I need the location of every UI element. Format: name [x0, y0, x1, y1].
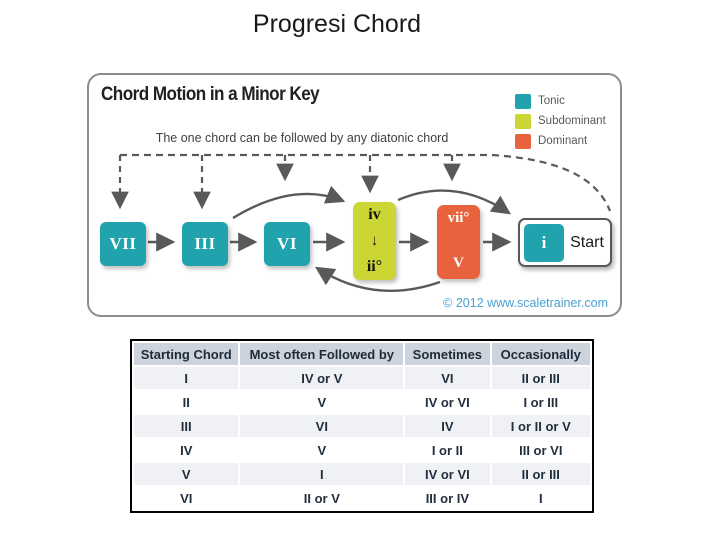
cell: I: [134, 367, 239, 389]
progression-table: Starting Chord Most often Followed by So…: [130, 339, 594, 513]
legend-item-dominant: Dominant: [515, 131, 606, 151]
legend-item-subdominant: Subdominant: [515, 111, 606, 131]
diagram-title: Chord Motion in a Minor Key: [101, 84, 320, 105]
table-row: I IV or V VI II or III: [134, 367, 590, 389]
chord-label-V: V: [453, 255, 464, 271]
cell: VI: [134, 487, 239, 509]
cell: III: [134, 415, 239, 437]
chord-box-iv-ii: iv ↓ ii°: [353, 202, 396, 280]
flow-arrows-graphic: [111, 153, 612, 292]
table-row: II V IV or VI I or III: [134, 391, 590, 413]
cell: II or III: [491, 463, 590, 485]
legend-label: Subdominant: [538, 115, 606, 127]
tonic-swatch: [515, 93, 531, 109]
chord-box-VII: VII: [100, 222, 146, 266]
cell: IV: [134, 439, 239, 461]
cell: II or III: [491, 367, 590, 389]
cell: IV or VI: [405, 391, 490, 413]
cell: VI: [405, 367, 490, 389]
start-box: i Start: [518, 218, 612, 267]
cell: III or IV: [405, 487, 490, 509]
cell: III or VI: [491, 439, 590, 461]
start-label: Start: [570, 233, 604, 251]
chord-box-i: i: [524, 223, 564, 262]
table-row: V I IV or VI II or III: [134, 463, 590, 485]
cell: II: [134, 391, 239, 413]
subdominant-swatch: [515, 113, 531, 129]
cell: IV or V: [240, 367, 404, 389]
chord-motion-panel: Chord Motion in a Minor Key Tonic Subdom…: [87, 73, 622, 317]
cell: I or II: [405, 439, 490, 461]
cell: I: [491, 487, 590, 509]
chord-box-vii-V: vii° V: [437, 205, 480, 279]
chord-box-III: III: [182, 222, 228, 266]
dominant-swatch: [515, 133, 531, 149]
legend: Tonic Subdominant Dominant: [515, 91, 606, 151]
diagram-subtitle: The one chord can be followed by any dia…: [155, 131, 449, 145]
cell: I or III: [491, 391, 590, 413]
cell: V: [240, 439, 404, 461]
table-header-row: Starting Chord Most often Followed by So…: [134, 343, 590, 365]
cell: IV: [405, 415, 490, 437]
cell: I or II or V: [491, 415, 590, 437]
page-title: Progresi Chord: [252, 10, 422, 38]
table-row: VI II or V III or IV I: [134, 487, 590, 509]
chord-label-ii-dim: ii°: [366, 258, 383, 275]
cell: VI: [240, 415, 404, 437]
chord-box-VI: VI: [264, 222, 310, 266]
cell: I: [240, 463, 404, 485]
chord-label-iv: iv: [368, 206, 381, 223]
copyright-text: © 2012 www.scaletrainer.com: [443, 296, 608, 310]
cell: IV or VI: [405, 463, 490, 485]
table-row: III VI IV I or II or V: [134, 415, 590, 437]
header-occasionally: Occasionally: [491, 343, 590, 365]
header-starting-chord: Starting Chord: [134, 343, 239, 365]
down-arrow-icon: ↓: [370, 232, 379, 249]
cell: V: [134, 463, 239, 485]
cell: V: [240, 391, 404, 413]
table-row: IV V I or II III or VI: [134, 439, 590, 461]
header-most-often: Most often Followed by: [240, 343, 404, 365]
header-sometimes: Sometimes: [405, 343, 490, 365]
legend-item-tonic: Tonic: [515, 91, 606, 111]
cell: II or V: [240, 487, 404, 509]
legend-label: Tonic: [538, 95, 565, 107]
legend-label: Dominant: [538, 135, 588, 147]
chord-label-vii-dim: vii°: [447, 210, 470, 226]
